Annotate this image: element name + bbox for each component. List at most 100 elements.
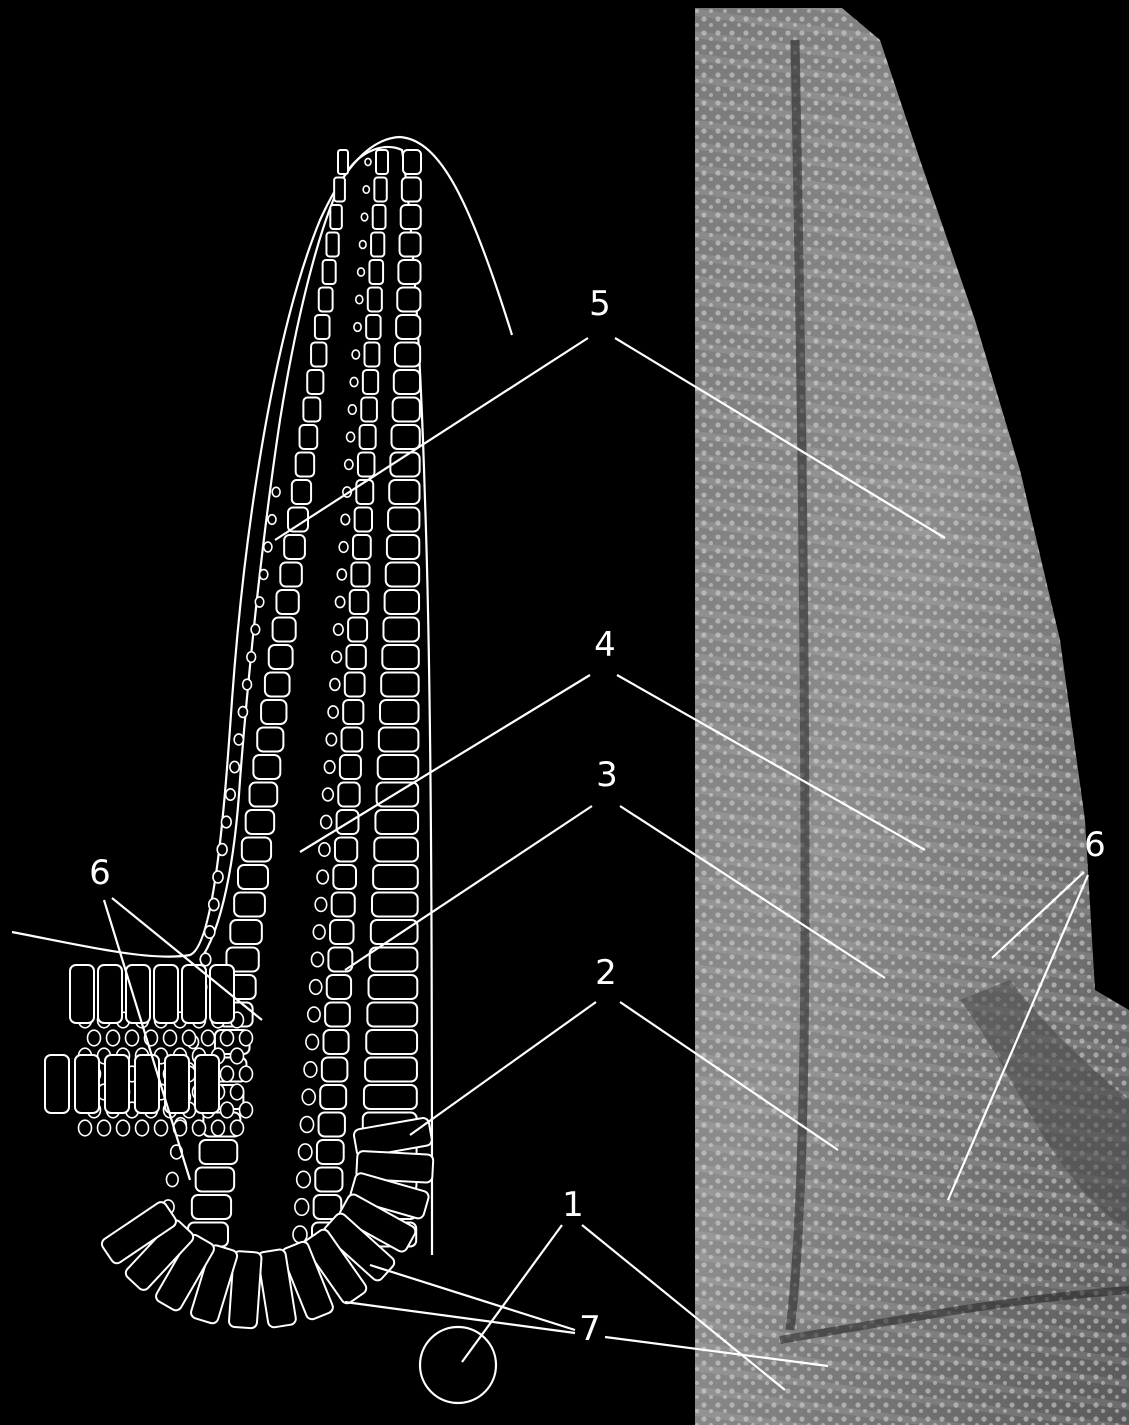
adambulacral-plate — [340, 755, 361, 779]
marginal-plate — [300, 425, 318, 449]
marginal-plate — [296, 453, 314, 477]
ambulacral-plate — [366, 1030, 417, 1054]
adambulacral-plate — [356, 480, 373, 504]
ossicle-pore — [359, 241, 366, 249]
adambulacral-plate — [335, 838, 357, 862]
leader-1a — [462, 1225, 562, 1362]
tube-foot-plate — [165, 1055, 189, 1113]
marginal-plate — [338, 150, 348, 174]
marginal-plate — [257, 728, 283, 752]
marginal-plate — [280, 563, 302, 587]
ambulacral-plate — [385, 590, 419, 614]
ossicle-pore — [240, 1102, 253, 1118]
ambulacral-plate — [367, 1003, 417, 1027]
ossicle-pore — [136, 1120, 149, 1136]
ossicle-pore — [117, 1120, 130, 1136]
ossicle-pore — [319, 843, 330, 856]
marginal-plate — [319, 288, 333, 312]
ossicle-pore — [310, 980, 322, 995]
ossicle-pore — [164, 1030, 177, 1046]
ossicle-pore — [243, 679, 252, 690]
ossicle-pore — [221, 1066, 234, 1082]
marginal-plate — [250, 783, 278, 807]
ossicle-pore — [234, 734, 243, 745]
ossicle-pore — [317, 870, 328, 884]
marginal-plate — [273, 618, 296, 642]
ambulacral-plate — [388, 508, 419, 532]
marginal-plate — [192, 1195, 231, 1219]
adambulacral-plate — [315, 1168, 342, 1192]
ambulacral-plate — [392, 425, 420, 449]
ossicle-pore — [251, 624, 260, 634]
ossicle-pore — [341, 514, 350, 524]
ossicle-pore — [321, 815, 332, 828]
ossicle-pore — [268, 515, 276, 525]
marginal-plate — [246, 810, 274, 834]
adambulacral-plate — [350, 590, 369, 614]
adambulacral-plate — [376, 150, 388, 174]
marginal-plate — [238, 865, 268, 889]
tube-foot-plate — [195, 1055, 219, 1113]
ossicle-pore — [326, 733, 336, 745]
adambulacral-plate — [360, 425, 376, 449]
marginal-plate — [323, 260, 336, 284]
ossicle-pore — [126, 1030, 139, 1046]
ossicle-pore — [313, 925, 325, 939]
ambulacral-plate — [381, 673, 418, 697]
ossicle-pore — [295, 1199, 309, 1216]
ambulacral-plate — [398, 260, 420, 284]
label-2: 2 — [595, 953, 617, 993]
adambulacral-plate — [325, 1003, 350, 1027]
ambulacral-schematic — [12, 137, 512, 1403]
marginal-plate — [276, 590, 298, 614]
adambulacral-plate — [355, 508, 372, 532]
ossicle-pore — [323, 788, 334, 801]
ossicle-pore — [293, 1226, 307, 1243]
adambulacral-plate — [343, 700, 363, 724]
ossicle-pore — [302, 1089, 315, 1105]
ambulacral-plate — [364, 1085, 417, 1109]
ossicle-pore — [304, 1062, 317, 1077]
tube-foot-plate — [105, 1055, 129, 1113]
marginal-plate — [261, 700, 286, 724]
adambulacral-plate — [327, 975, 351, 999]
ambulacral-plate — [383, 618, 418, 642]
tube-foot-plate — [98, 965, 122, 1023]
ossicle-pore — [350, 377, 358, 386]
adambulacral-plate — [346, 645, 365, 669]
tube-foot-plate — [154, 965, 178, 1023]
marginal-plate — [326, 233, 338, 257]
marginal-plate — [200, 1140, 238, 1164]
ossicle-pore — [240, 1030, 253, 1046]
ambulacral-plate — [403, 150, 421, 174]
ambulacral-plate — [378, 755, 419, 779]
marginal-plate — [196, 1168, 234, 1192]
ossicle-pore — [311, 952, 323, 966]
ossicle-pore — [315, 898, 327, 912]
ossicle-pore — [361, 213, 367, 221]
leader-7b — [345, 1302, 575, 1333]
ambulacral-plate — [365, 1058, 417, 1082]
ossicle-pore — [356, 295, 363, 303]
ossicle-pore — [155, 1120, 168, 1136]
adambulacral-plate — [320, 1085, 346, 1109]
ossicle-pore — [363, 186, 369, 193]
leader-2a — [410, 1002, 596, 1135]
ossicle-pore — [334, 624, 343, 635]
ossicle-pore — [238, 707, 247, 718]
adambulacral-plate — [368, 288, 382, 312]
ossicle-pore — [264, 542, 272, 552]
ossicle-pore — [328, 706, 338, 718]
ambulacral-plate — [380, 700, 419, 724]
ossicle-pore — [231, 1084, 244, 1100]
adambulacral-plate — [353, 535, 371, 559]
marginal-plate — [311, 343, 326, 367]
ossicle-pore — [107, 1030, 120, 1046]
ossicle-pore — [332, 651, 342, 663]
marginal-plate — [292, 480, 311, 504]
ambulacral-plate — [372, 893, 418, 917]
marginal-plate — [265, 673, 290, 697]
ossicle-pore — [306, 1034, 319, 1049]
ossicle-pore — [358, 268, 365, 276]
ossicle-pore — [337, 569, 346, 580]
